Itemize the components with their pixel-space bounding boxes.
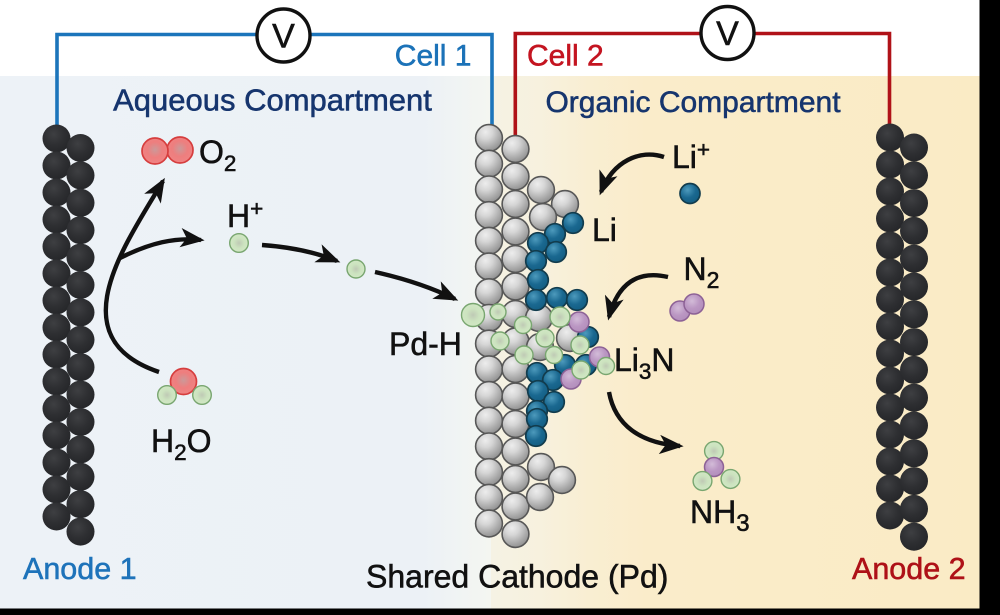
svg-text:Anode 1: Anode 1 bbox=[23, 552, 137, 586]
svg-text:Aqueous Compartment: Aqueous Compartment bbox=[113, 83, 432, 118]
svg-text:H+: H+ bbox=[227, 196, 263, 234]
svg-text:Shared Cathode (Pd): Shared Cathode (Pd) bbox=[366, 559, 668, 595]
svg-text:N2: N2 bbox=[684, 251, 720, 293]
svg-text:Li: Li bbox=[592, 212, 617, 248]
svg-text:V: V bbox=[716, 15, 739, 53]
svg-text:Organic Compartment: Organic Compartment bbox=[545, 86, 841, 119]
svg-text:H2O: H2O bbox=[151, 423, 212, 465]
svg-text:Cell 1: Cell 1 bbox=[395, 40, 472, 73]
svg-text:Pd-H: Pd-H bbox=[389, 326, 462, 362]
svg-text:Anode 2: Anode 2 bbox=[852, 552, 966, 586]
svg-text:V: V bbox=[272, 18, 295, 56]
svg-text:Li+: Li+ bbox=[672, 137, 710, 175]
svg-text:Cell 2: Cell 2 bbox=[527, 40, 604, 73]
